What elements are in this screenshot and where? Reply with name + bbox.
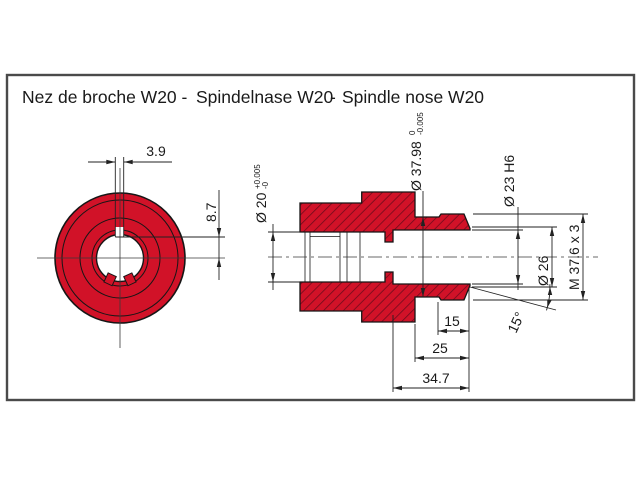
title-french: Nez de broche W20 - [22,87,188,107]
title: Nez de broche W20 - Spindelnase W20 - Sp… [22,87,484,107]
taper-construction-line [469,286,557,311]
dia23-value: Ø 23 H6 [501,155,517,207]
angle-arc [546,284,551,311]
dia20-lower-tol: -0 [261,181,270,189]
arrow-left [123,159,133,165]
dia3798-upper-tol: 0 [408,130,417,135]
taper-angle-value: 15° [504,309,527,335]
dimension-dia26: Ø 26 [472,226,557,288]
dimension-dia3798: Ø 37.98 0 -0.005 [408,112,426,297]
dia20-upper-tol: +0.005 [253,164,262,189]
title-english: Spindle nose W20 [342,87,484,107]
drawing-frame [5,73,636,402]
title-german: Spindelnase W20 [196,87,333,107]
dia3798-lower-tol: -0.005 [416,112,425,135]
dia26-value: Ø 26 [535,255,551,286]
arrow-up [216,258,222,267]
title-dash: - [330,87,336,107]
dimension-nose-length: 25 [414,324,469,362]
keyway-slot [115,227,124,237]
total-length-value: 34.7 [422,370,449,386]
arrow-down [216,228,222,237]
thread-length-value: 15 [444,313,460,329]
dimension-dia23: Ø 23 H6 [472,155,523,290]
dimension-thread: M 37.6 x 3 [473,213,588,301]
slot-width-value: 3.9 [146,143,166,159]
dimension-taper-angle: 15° [469,284,557,335]
section-view: Ø 20 +0.005 -0 Ø 37.98 0 -0.005 Ø 23 [253,112,598,392]
dia3798-value: Ø 37.98 [408,141,424,191]
thread-value: M 37.6 x 3 [566,224,582,290]
key-offset-value: 8.7 [203,202,219,222]
dimension-thread-length: 15 [437,288,470,392]
dia20-value: Ø 20 [253,192,269,223]
section-lower-half [299,271,471,323]
dimension-dia20: Ø 20 +0.005 -0 [253,164,300,290]
front-view: 3.9 8.7 [37,143,225,348]
dimension-slot-width: 3.9 [88,143,172,165]
bore-tab-left [103,272,117,287]
bore-tab-right [123,272,137,287]
dimension-key-offset: 8.7 [115,190,225,280]
nose-length-value: 25 [432,340,448,356]
arrow-right [106,159,116,165]
dimension-total-length: 34.7 [392,315,469,392]
section-upper-half [299,191,471,243]
